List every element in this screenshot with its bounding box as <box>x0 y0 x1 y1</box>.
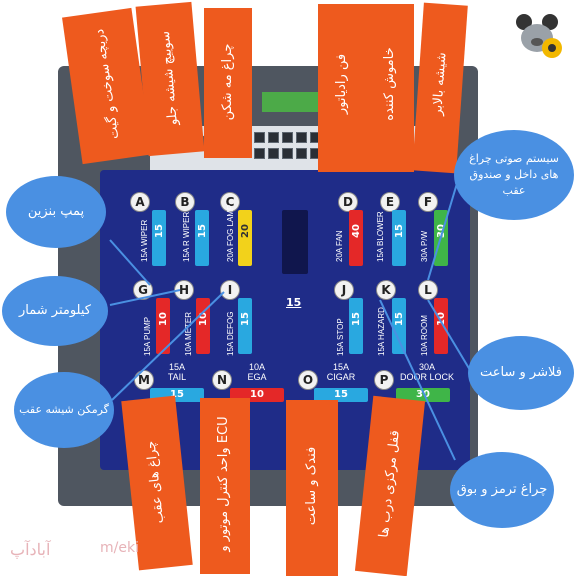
fuse-letter: F <box>418 192 438 212</box>
fuse-h: 10 <box>196 298 210 354</box>
tag-fog-lamp: چراغ مه شکن <box>204 8 252 158</box>
bubble-brake-horn: چراغ ترمز و بوق <box>450 452 554 528</box>
fuse-letter: E <box>380 192 400 212</box>
center-number: 15 <box>286 296 302 309</box>
bubble-audio-lights: سیستم صوتی چراغ های داخل و صندوق عقب <box>454 130 574 220</box>
fuse-letter: L <box>418 280 438 300</box>
fuse-l: 10 <box>434 298 448 354</box>
fuse-letter: B <box>175 192 195 212</box>
tag-ecu: واحد کنترل موتور و ECU <box>200 398 250 574</box>
watermark: آبادآپ <box>10 542 51 559</box>
fuse-g: 10 <box>156 298 170 354</box>
fuse-letter: K <box>376 280 396 300</box>
fuse-j: 15 <box>349 298 363 354</box>
tag-radiator-fan: فن رادیاتور <box>318 4 366 172</box>
fuse-k: 15 <box>392 298 406 354</box>
fuse-letter: H <box>174 280 194 300</box>
fuse-letter: C <box>220 192 240 212</box>
tag-blower: خاموش کننده <box>366 4 414 172</box>
fuse-letter: D <box>338 192 358 212</box>
bubble-rear-defog: گرمکن شیشه عقب <box>14 372 114 448</box>
bubble-fuel-pump: پمپ بنزین <box>6 176 106 248</box>
spare-slot <box>282 210 308 274</box>
bubble-hazard-clock: فلاشر و ساعت <box>468 336 574 410</box>
fuse-letter: P <box>374 370 394 390</box>
fuse-b: 15 <box>195 210 209 266</box>
watermark-url: m/eki <box>100 540 139 556</box>
fuse-letter: J <box>334 280 354 300</box>
fuse-e: 15 <box>392 210 406 266</box>
fuse-letter: G <box>133 280 153 300</box>
fuse-c: 20 <box>238 210 252 266</box>
fuse-letter: O <box>298 370 318 390</box>
fuse-p: 30 <box>396 388 450 402</box>
tag-cigar-clock: فندک و ساعت <box>286 400 338 576</box>
fuse-letter: A <box>130 192 150 212</box>
fuse-o: 15 <box>314 388 368 402</box>
fuse-i: 15 <box>238 298 252 354</box>
bubble-speedometer: کیلومتر شمار <box>2 276 108 346</box>
mouse-logo-icon <box>516 14 562 58</box>
fuse-d: 40 <box>349 210 363 266</box>
fuse-letter: I <box>220 280 240 300</box>
fuse-a: 15 <box>152 210 166 266</box>
fuse-letter: N <box>212 370 232 390</box>
